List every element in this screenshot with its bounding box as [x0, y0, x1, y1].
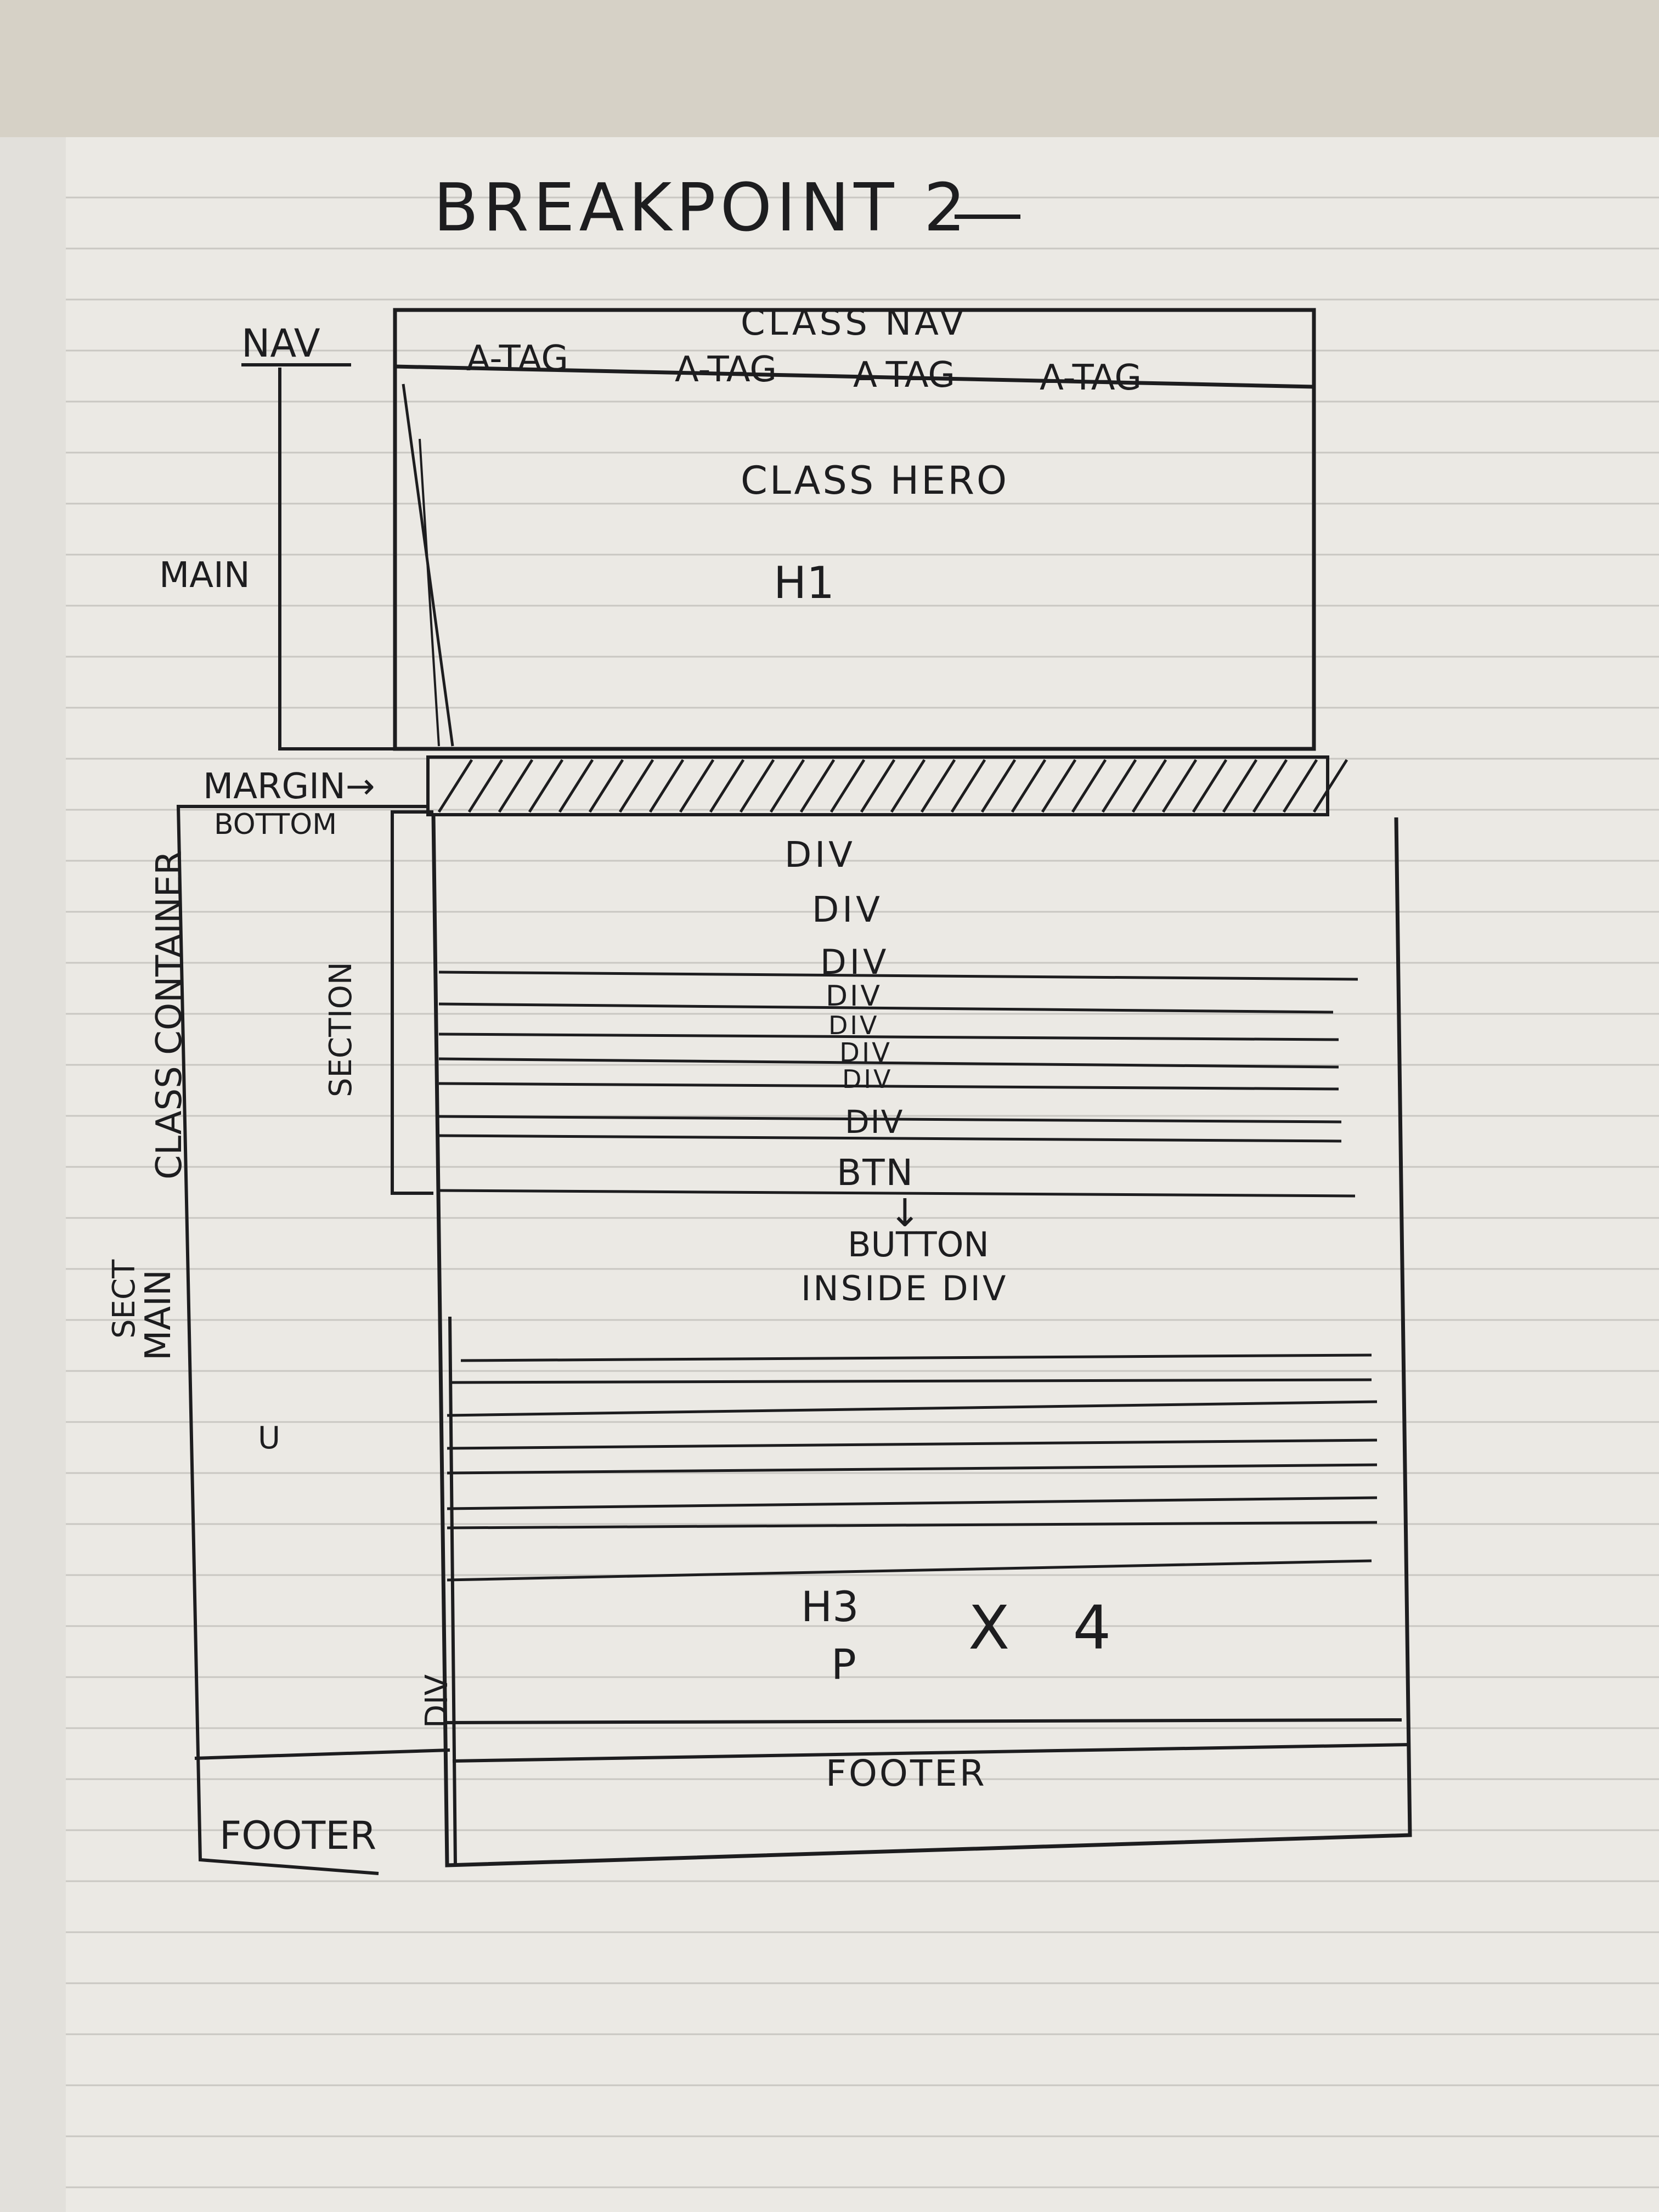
label-footer-left: FOOTER [219, 1813, 376, 1858]
hatch-mark [1131, 759, 1167, 813]
section-div-2: DIV [812, 890, 883, 930]
label-margin: MARGIN→ [203, 766, 375, 807]
card-repeat: X 4 [968, 1593, 1133, 1663]
hatch-mark [467, 759, 504, 813]
hatch-mark [558, 759, 594, 813]
button-note-arrow: ↓ [889, 1190, 921, 1235]
hatch-mark [860, 759, 896, 813]
hatch-mark [437, 759, 473, 813]
nav-link-2: A-TAG [675, 349, 777, 390]
card-paragraph: P [831, 1640, 856, 1689]
footer-label: FOOTER [826, 1752, 987, 1795]
hatch-mark [1101, 759, 1137, 813]
nav-link-3: A-TAG [853, 355, 955, 396]
diagram-title: BREAKPOINT 2 [433, 170, 970, 246]
hatch-mark [1192, 759, 1228, 813]
hatch-mark [1071, 759, 1107, 813]
label-bottom: BOTTOM [214, 808, 337, 841]
section-div-4: DIV [826, 980, 882, 1013]
container-box [431, 814, 1412, 1867]
hatch-mark [528, 759, 564, 813]
hatch-mark [709, 759, 745, 813]
hatch-mark [679, 759, 715, 813]
section-div-8: DIV [845, 1103, 904, 1141]
button-note-line2: INSIDE DIV [801, 1268, 1008, 1308]
hatch-mark [830, 759, 866, 813]
hatch-mark [1161, 759, 1198, 813]
hero-class-label: CLASS HERO [741, 458, 1009, 503]
nav-divider-line [394, 364, 1314, 389]
label-section: SECTION [323, 962, 359, 1097]
hatch-mark [588, 759, 624, 813]
hero-heading: H1 [774, 557, 834, 608]
button-note-line1: BUTTON [848, 1224, 989, 1265]
hatch-mark [648, 759, 685, 813]
section-bracket [391, 810, 433, 1195]
label-nav: NAV [241, 321, 320, 366]
hatch-mark [618, 759, 654, 813]
label-div-side: DIV [419, 1674, 455, 1728]
section-div-3: DIV [820, 942, 889, 982]
label-main-side-struck: SECT [106, 1259, 142, 1339]
wireframe [176, 308, 1412, 1875]
ruled-lines [66, 196, 1659, 2188]
margin-band [426, 755, 1329, 816]
hatch-mark [799, 759, 836, 813]
hatch-mark [739, 759, 775, 813]
hatch-mark [1252, 759, 1288, 813]
hatch-mark [1041, 759, 1077, 813]
hatch-mark [1222, 759, 1258, 813]
notebook-paper [0, 137, 1659, 2212]
hatch-mark [1282, 759, 1318, 813]
label-main-top: MAIN [159, 555, 250, 596]
section-div-5: DIV [828, 1011, 879, 1040]
label-class-container: CLASS CONTAINER [149, 850, 190, 1180]
margin-hatch [437, 759, 1348, 813]
hatch-mark [1011, 759, 1047, 813]
label-main-side: MAIN [138, 1269, 179, 1361]
nav-class-label: CLASS NAV [741, 303, 967, 343]
main-bracket [278, 368, 395, 751]
nav-link-1: A-TAG [466, 338, 568, 379]
hatch-mark [498, 759, 534, 813]
page-edge [0, 137, 66, 2212]
section-btn: BTN [837, 1152, 914, 1194]
label-u-mark: U [258, 1420, 280, 1456]
card-heading: H3 [801, 1582, 859, 1631]
section-div-6: DIV [839, 1037, 892, 1068]
hatch-mark [890, 759, 926, 813]
hatch-mark [769, 759, 805, 813]
container-bracket [176, 805, 428, 1875]
nav-hero-box [393, 308, 1316, 751]
nav-link-4: A-TAG [1040, 358, 1142, 398]
hatch-mark [980, 759, 1017, 813]
hatch-mark [920, 759, 956, 813]
hatch-mark [950, 759, 986, 813]
section-div-1: DIV [785, 835, 856, 876]
hatch-mark [1312, 759, 1348, 813]
section-div-7: DIV [842, 1064, 893, 1094]
